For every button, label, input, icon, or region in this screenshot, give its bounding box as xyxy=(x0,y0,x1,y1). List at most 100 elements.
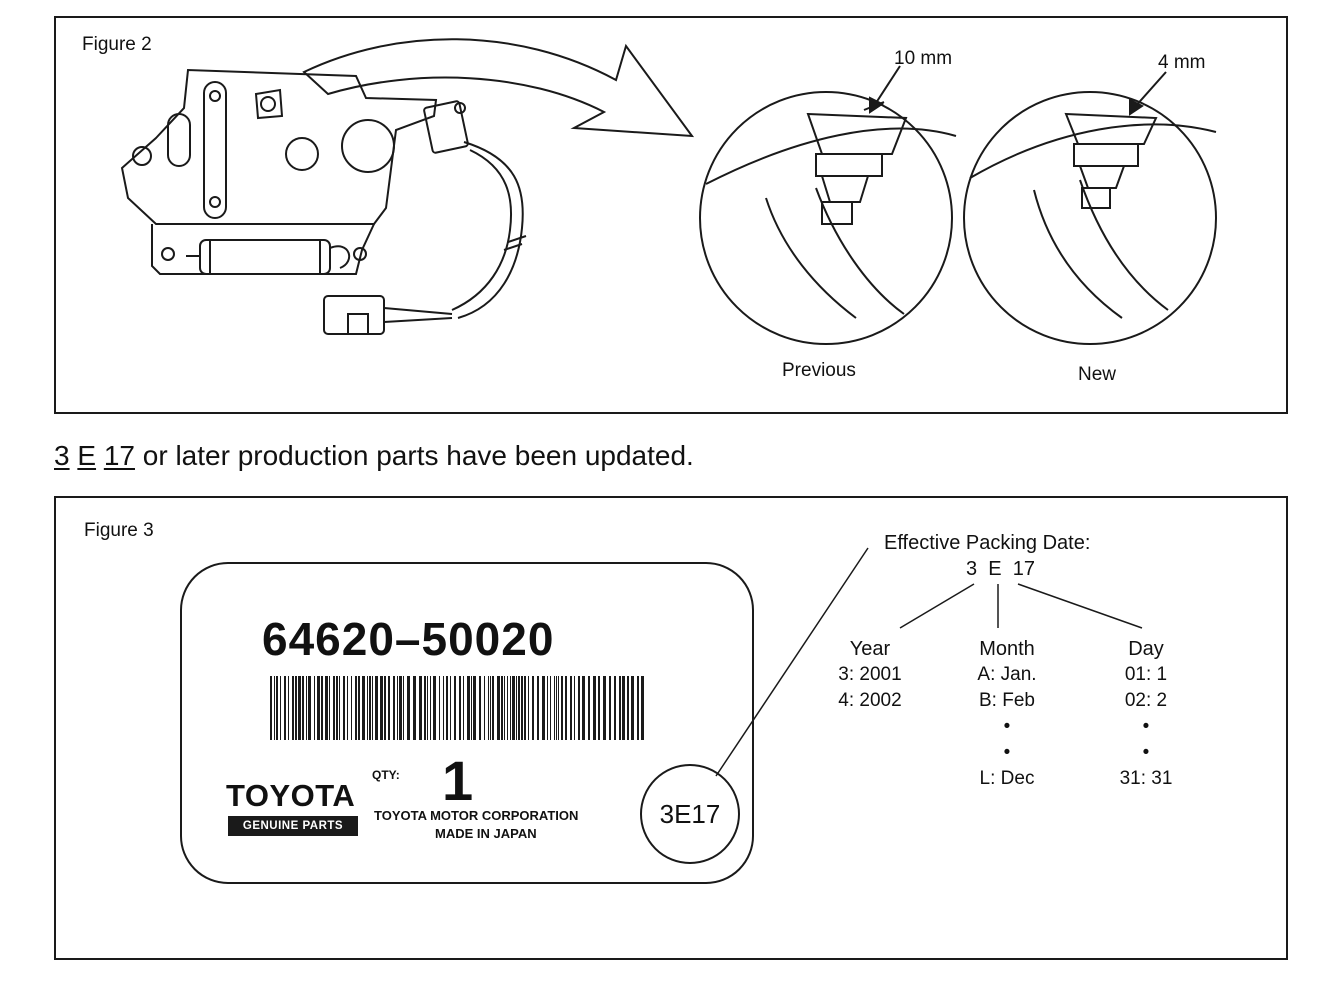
barcode-bar xyxy=(631,676,634,740)
month-row: L: Dec xyxy=(979,768,1035,789)
barcode-bar xyxy=(532,676,534,740)
figure-2-label: Figure 2 xyxy=(82,34,152,55)
barcode-bar xyxy=(336,676,338,740)
origin: MADE IN JAPAN xyxy=(435,826,537,841)
brand-logo: TOYOTA xyxy=(226,778,356,813)
barcode-bar xyxy=(308,676,311,740)
barcode-bar xyxy=(339,676,340,740)
barcode-bar xyxy=(288,676,289,740)
barcode-bar xyxy=(292,676,294,740)
barcode-bar xyxy=(343,676,345,740)
day-code: 17 xyxy=(103,440,135,471)
barcode xyxy=(270,676,644,740)
barcode-bar xyxy=(459,676,461,740)
barcode-bar xyxy=(407,676,410,740)
month-row: B: Feb xyxy=(979,690,1035,711)
barcode-bar xyxy=(471,676,472,740)
barcode-bar xyxy=(276,676,278,740)
bracket-plate xyxy=(120,68,438,225)
legend-code: 3 E 17 xyxy=(966,558,1035,580)
barcode-bar xyxy=(518,676,520,740)
barcode-bar xyxy=(443,676,444,740)
barcode-bar xyxy=(627,676,629,740)
barcode-bar xyxy=(397,676,398,740)
barcode-bar xyxy=(306,676,307,740)
month-code: E xyxy=(77,440,97,471)
barcode-bar xyxy=(556,676,557,740)
barcode-bar xyxy=(351,676,352,740)
barcode-bar xyxy=(565,676,567,740)
barcode-bar xyxy=(403,676,404,740)
figure-2-illustration xyxy=(120,38,1217,345)
legend-title: Effective Packing Date: xyxy=(884,532,1091,554)
month-heading: Month xyxy=(979,638,1035,660)
month-row: A: Jan. xyxy=(977,664,1037,685)
barcode-bar xyxy=(582,676,585,740)
barcode-bar xyxy=(614,676,616,740)
genuine-parts-tag: GENUINE PARTS xyxy=(228,816,358,836)
day-row: 02: 2 xyxy=(1124,690,1168,711)
stamp-leader-line xyxy=(715,547,869,777)
barcode-bar xyxy=(298,676,301,740)
barcode-bar xyxy=(504,676,505,740)
day-ellipsis: • xyxy=(1142,742,1150,763)
barcode-bar xyxy=(388,676,390,740)
bracket-base xyxy=(151,223,375,275)
year-row: 4: 2002 xyxy=(838,690,902,711)
barcode-bar xyxy=(488,676,489,740)
barcode-bar xyxy=(329,676,330,740)
day-row: 01: 1 xyxy=(1124,664,1168,685)
figure-3-label: Figure 3 xyxy=(84,520,154,541)
barcode-bar xyxy=(317,676,320,740)
barcode-bar xyxy=(588,676,590,740)
barcode-bar xyxy=(550,676,551,740)
barcode-bar xyxy=(369,676,371,740)
barcode-bar xyxy=(393,676,395,740)
figure-3-panel: Figure 3 64620–50020 TOYOTA GENUINE PART… xyxy=(54,496,1288,960)
month-ellipsis: • xyxy=(1003,742,1011,763)
barcode-bar xyxy=(554,676,555,740)
date-stamp: 3E17 xyxy=(640,764,740,864)
barcode-bar xyxy=(384,676,386,740)
barcode-bar xyxy=(270,676,272,740)
barcode-bar xyxy=(433,676,436,740)
barcode-bar xyxy=(424,676,426,740)
barcode-bar xyxy=(528,676,529,740)
barcode-bar xyxy=(439,676,440,740)
barcode-bar xyxy=(380,676,383,740)
barcode-bar xyxy=(558,676,559,740)
barcode-bar xyxy=(454,676,456,740)
barcode-bar xyxy=(295,676,297,740)
day-ellipsis: • xyxy=(1142,716,1150,737)
part-label-card: 64620–50020 TOYOTA GENUINE PARTS QTY: 1 … xyxy=(180,562,754,884)
qty-value: 1 xyxy=(442,749,474,812)
day-heading: Day xyxy=(1128,638,1164,660)
barcode-bar xyxy=(516,676,517,740)
barcode-bar xyxy=(314,676,315,740)
barcode-bar xyxy=(450,676,451,740)
barcode-bar xyxy=(603,676,606,740)
barcode-bar xyxy=(284,676,286,740)
barcode-bar xyxy=(484,676,485,740)
barcode-bar xyxy=(507,676,508,740)
barcode-bar xyxy=(446,676,448,740)
barcode-bar xyxy=(280,676,281,740)
barcode-bar xyxy=(367,676,368,740)
transition-arrow xyxy=(302,38,695,138)
month-ellipsis: • xyxy=(1003,716,1011,737)
barcode-bar xyxy=(537,676,539,740)
legend-connectors xyxy=(715,547,1143,777)
barcode-bar xyxy=(467,676,470,740)
barcode-bar xyxy=(399,676,402,740)
new-detail-circle xyxy=(963,91,1217,345)
barcode-bar xyxy=(578,676,580,740)
barcode-bar xyxy=(524,676,526,740)
barcode-bar xyxy=(355,676,357,740)
manufacturer: TOYOTA MOTOR CORPORATION xyxy=(374,808,579,823)
previous-detail-circle xyxy=(699,91,953,345)
update-note: 3 E 17 or later production parts have be… xyxy=(54,440,694,472)
barcode-bar xyxy=(430,676,431,740)
barcode-bar xyxy=(501,676,503,740)
barcode-bar xyxy=(542,676,545,740)
legend-year: Year 3: 2001 4: 2002 xyxy=(820,636,920,714)
